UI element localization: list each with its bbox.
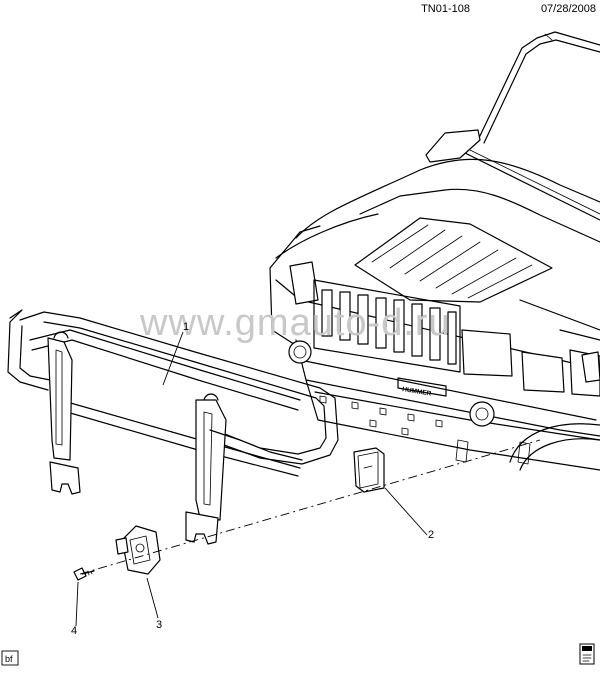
callout-2: 2: [428, 529, 434, 541]
leader-line-3: [146, 577, 159, 619]
grille-badge-text: HUMMER: [402, 386, 432, 398]
watermark-text: www.gmauto-d.ru: [139, 302, 451, 344]
alignment-centerline: [79, 439, 541, 575]
figure-date: 07/28/2008: [541, 3, 596, 15]
part-clamp: [115, 525, 161, 575]
part-brush-guard: [7, 309, 339, 545]
document-icon: [579, 643, 595, 665]
callout-1: 1: [183, 321, 189, 333]
leader-line-4: [75, 581, 79, 627]
leader-line-1: [162, 331, 184, 386]
footer-tag-box: [1, 650, 19, 666]
part-bolt: [73, 567, 95, 581]
part-bracket: [353, 447, 385, 493]
vehicle-front-illustration: HUMMER: [269, 31, 600, 471]
footer-tag: bf: [5, 654, 13, 664]
callout-4: 4: [71, 625, 77, 637]
figure-id: TN01-108: [421, 3, 470, 15]
callout-3: 3: [156, 619, 162, 631]
leader-line-2: [384, 487, 428, 536]
